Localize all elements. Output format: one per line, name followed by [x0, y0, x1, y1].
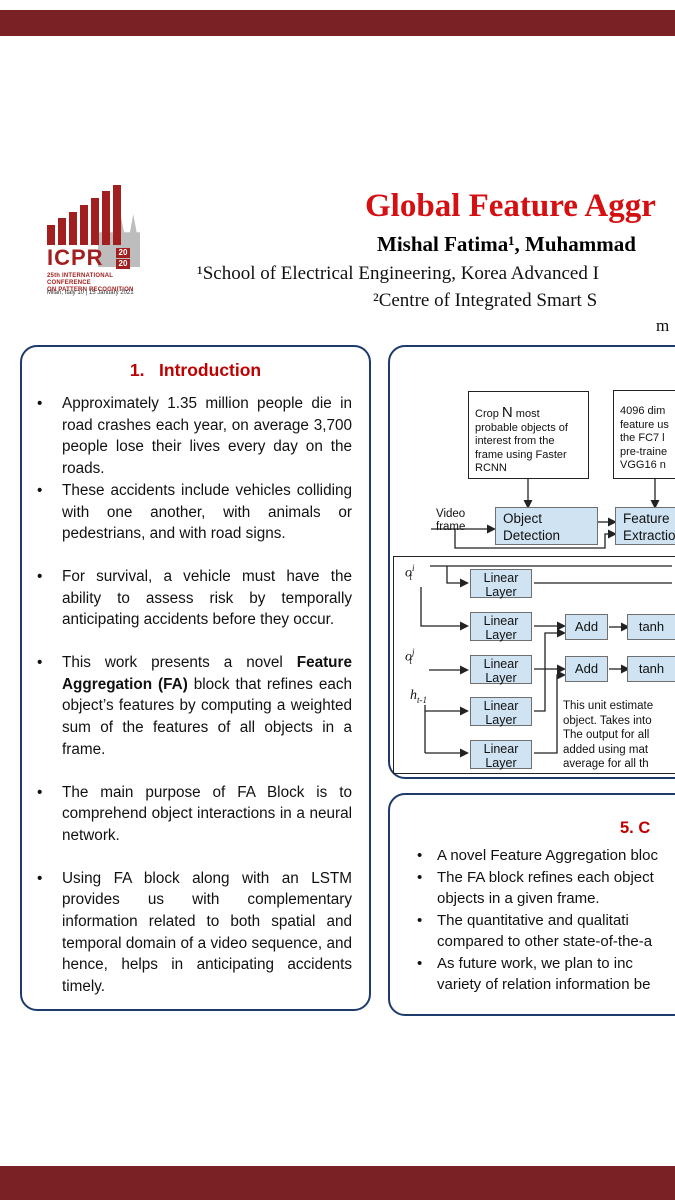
logo-year-blocks: 20 20: [116, 248, 130, 269]
conclusion-bullet-list: A novel Feature Aggregation bloc The FA …: [390, 845, 675, 996]
conclusion-bullet-4: As future work, we plan to inc variety o…: [390, 953, 675, 995]
intro-bullet-2-text: These accidents include vehicles collidi…: [62, 481, 352, 543]
conclusion-2-line2: objects in a given frame.: [437, 890, 600, 907]
conclusion-3-line1: The quantitative and qualitati: [437, 912, 629, 929]
introduction-heading: 1. Introduction: [129, 360, 262, 380]
logo-year-top: 20: [116, 248, 130, 258]
logo-year-bottom: 20: [116, 259, 130, 269]
logo-caption: 25th INTERNATIONAL CONFERENCE ON PATTERN…: [47, 273, 140, 294]
intro-bullet-2: These accidents include vehicles collidi…: [22, 480, 352, 545]
logo-city-line: Milan, Italy 10 | 15 January 2021: [47, 290, 134, 296]
section-conclusion: 5. C A novel Feature Aggregation bloc Th…: [388, 793, 675, 1016]
logo-wordmark: ICPR: [47, 245, 104, 270]
intro-bullet-1-text: Approximately 1.35 million people die in…: [62, 395, 352, 478]
conclusion-4-line2: variety of relation information be: [437, 976, 651, 993]
email-line: m: [656, 316, 670, 335]
intro-bullet-5: The main purpose of FA Block is to compr…: [22, 782, 352, 847]
authors-line: Mishal Fatima¹, Muhammad: [377, 232, 636, 256]
conclusion-bullet-3: The quantitative and qualitati compared …: [390, 910, 675, 952]
intro-bullet-4: This work presents a novel Feature Aggre…: [22, 652, 352, 761]
conclusion-4-line1: As future work, we plan to inc: [437, 955, 633, 972]
affiliation-1: ¹School of Electrical Engineering, Korea…: [197, 263, 599, 284]
conclusion-heading: 5. C: [620, 819, 651, 837]
intro-bullet-3-text: For survival, a vehicle must have the ab…: [62, 567, 352, 629]
conclusion-3-line2: compared to other state-of-the-a: [437, 933, 653, 950]
top-maroon-band: [0, 10, 675, 36]
intro-bullet-4-post: block that refines each object’s feature…: [62, 675, 352, 758]
intro-bullet-3: For survival, a vehicle must have the ab…: [22, 566, 352, 631]
intro-bullet-4-bold: Feature Aggregation (FA): [62, 654, 352, 693]
bottom-maroon-band: [0, 1166, 675, 1200]
intro-bullet-6-text: Using FA block along with an LSTM provid…: [62, 869, 352, 996]
intro-bullet-5-text: The main purpose of FA Block is to compr…: [62, 783, 352, 844]
icpr-logo: ICPR 20 20 25th INTERNATIONAL CONFERENCE…: [44, 185, 140, 305]
conclusion-bullet-1: A novel Feature Aggregation bloc: [390, 845, 675, 866]
poster-title: Global Feature Aggr: [365, 188, 656, 224]
conclusion-bullet-2: The FA block refines each object objects…: [390, 867, 675, 909]
logo-caption-line1: 25th INTERNATIONAL CONFERENCE: [47, 273, 114, 286]
section-introduction: 1. Introduction Approximately 1.35 milli…: [20, 345, 371, 1011]
intro-bullet-1: Approximately 1.35 million people die in…: [22, 393, 352, 480]
section-method-diagram: [388, 345, 675, 779]
logo-barchart-icon: [47, 185, 121, 245]
affiliation-2: ²Centre of Integrated Smart S: [373, 290, 598, 311]
intro-bullet-6: Using FA block along with an LSTM provid…: [22, 868, 352, 998]
intro-bullet-4-pre: This work presents a novel: [62, 654, 297, 672]
logo-caption-line2: ON PATTERN RECOGNITION: [47, 287, 134, 293]
introduction-bullet-list: Approximately 1.35 million people die in…: [22, 393, 369, 998]
conclusion-1-line1: A novel Feature Aggregation bloc: [437, 847, 658, 864]
conclusion-2-line1: The FA block refines each object: [437, 869, 654, 886]
